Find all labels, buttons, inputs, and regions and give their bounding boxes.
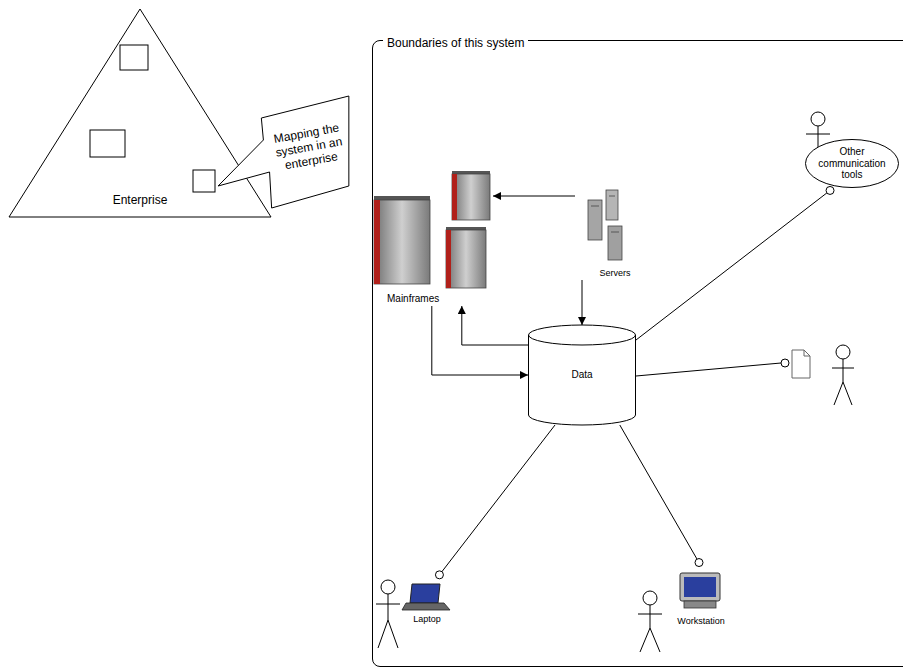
unit-square (120, 45, 148, 70)
system-boundary: Boundaries of this systemMainframes Serve… (372, 40, 903, 667)
node-label: Data (571, 369, 592, 381)
cabinet-stripe (446, 230, 451, 288)
actor-body (376, 594, 400, 648)
node-label: Boundaries of this system (383, 37, 528, 51)
callout-arrow: Mapping the system in an enterprise (215, 92, 354, 212)
document-sheet (792, 350, 810, 378)
unit-square (193, 170, 215, 192)
interface-circle (826, 186, 834, 194)
cylinder-rim (529, 335, 636, 345)
tri-outline (8, 8, 272, 218)
connector (462, 306, 528, 345)
server-slot (611, 232, 619, 233)
connector (620, 425, 703, 567)
enterprise-triangle: Enterprise (8, 8, 272, 218)
monitor-screen (684, 577, 716, 597)
monitor-frame (680, 573, 720, 601)
actor-body (832, 359, 854, 405)
unit-square (90, 130, 125, 157)
laptop-base (402, 603, 450, 610)
actor-figure (638, 591, 662, 652)
cabinet-body (374, 200, 430, 284)
actor-body (638, 605, 662, 652)
mainframe-cabinets (374, 171, 490, 288)
cyl-shape (529, 325, 636, 425)
interface-circle (695, 559, 703, 567)
laptop-icon (402, 584, 450, 610)
data-store: Data (528, 325, 636, 425)
interface-circle (435, 571, 443, 579)
cabinet-body (452, 174, 490, 220)
server-slot (591, 206, 599, 207)
connector-line (442, 425, 555, 572)
actor-head (811, 112, 825, 126)
mainframes-group: Mainframes (373, 172, 493, 306)
laptop-group: Laptop (402, 578, 452, 626)
workstation-icon (680, 573, 720, 608)
communication-ellipse: Other communication tools (805, 139, 899, 188)
connector (432, 306, 528, 375)
connector (435, 425, 555, 579)
node-label: Laptop (413, 614, 441, 624)
actor-head (381, 580, 395, 594)
server-slot (609, 196, 615, 197)
servers-group: Servers (575, 185, 645, 280)
node-label: Other communication tools (816, 146, 888, 181)
node-label: Servers (599, 268, 630, 278)
connector (582, 280, 583, 325)
ell-shape (806, 140, 899, 188)
server-towers (588, 190, 622, 260)
node-label: Workstation (677, 616, 724, 626)
connector-line (462, 306, 528, 345)
connector-line (582, 280, 583, 325)
connector-line (636, 193, 827, 340)
connector-line (493, 196, 575, 197)
server-tower (606, 190, 618, 220)
cabinet-stripe (374, 200, 380, 284)
tri-shape (9, 9, 271, 217)
cabinet-stripe (452, 174, 457, 220)
document-wire (636, 363, 781, 376)
node-label: Enterprise (113, 194, 168, 208)
connector (636, 186, 834, 340)
node-label: Mainframes (387, 293, 439, 305)
enterprise-squares (90, 45, 215, 192)
server-tower (588, 200, 602, 240)
workstation-group: Workstation (670, 566, 732, 628)
server-tower (608, 226, 622, 260)
connector-line (620, 425, 697, 559)
actor-figure (376, 580, 400, 648)
cabinet-body (446, 230, 486, 288)
actor-head (643, 591, 657, 605)
document-icon (636, 350, 810, 378)
document-fold (804, 350, 810, 356)
actor-head (836, 345, 850, 359)
actor-figure (832, 345, 854, 405)
interface-circle (781, 359, 789, 367)
laptop-screen (410, 584, 440, 603)
connector (493, 196, 575, 197)
actors (376, 112, 854, 652)
computer-base (684, 601, 716, 608)
connector-line (432, 306, 528, 375)
